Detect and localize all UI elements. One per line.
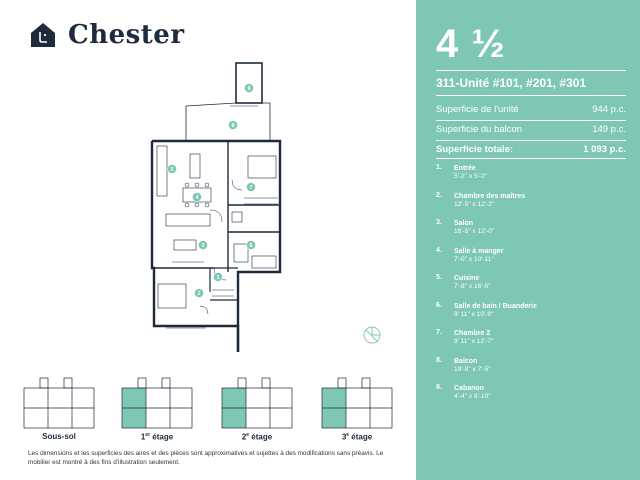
- floor-view-3: [320, 376, 394, 432]
- floor-label-sous-sol: Sous-sol: [42, 432, 76, 441]
- plan-marker-5: [167, 164, 177, 174]
- svg-text:4: 4: [195, 195, 199, 201]
- plan-marker-9: [244, 83, 254, 93]
- svg-text:5: 5: [170, 167, 173, 173]
- divider: [436, 158, 626, 159]
- plan-marker-4: [192, 192, 202, 202]
- brand: Chester: [28, 20, 185, 50]
- plan-marker-3: [198, 240, 208, 250]
- info-panel: 4 ½ 311-Unité #101, #201, #301 Superfici…: [416, 0, 640, 480]
- plan-marker-1: [213, 272, 223, 282]
- floor-label-2: 2e étage: [241, 432, 273, 442]
- divider: [436, 95, 626, 96]
- floor-view-sous-sol: [22, 376, 96, 432]
- divider: [436, 70, 626, 71]
- plan-panel: Chester: [22, 20, 394, 466]
- area-row-total: Superficie totale:1 093 p.c.: [436, 144, 626, 155]
- svg-text:3: 3: [201, 243, 204, 249]
- floor-view-2: [220, 376, 294, 432]
- floor-plan: 1 2 3 4 5 6 7 8 9: [150, 62, 381, 352]
- floor-label-1: 1er étage: [140, 432, 174, 442]
- svg-text:7: 7: [249, 185, 252, 191]
- unit-type: 4 ½: [436, 22, 506, 66]
- divider: [436, 120, 626, 121]
- svg-text:8: 8: [231, 123, 234, 129]
- svg-text:6: 6: [249, 243, 252, 249]
- floor-label-3: 3e étage: [341, 432, 373, 442]
- plan-marker-6: [246, 240, 256, 250]
- unit-numbers: 311-Unité #101, #201, #301: [436, 76, 587, 90]
- floor-view-1: [120, 376, 194, 432]
- plan-marker-8: [228, 120, 238, 130]
- svg-text:2: 2: [197, 291, 200, 297]
- divider: [436, 140, 626, 141]
- house-logo-icon: [28, 20, 58, 50]
- disclaimer: Les dimensions et les superficies des ai…: [28, 450, 384, 466]
- brand-name: Chester: [68, 20, 185, 50]
- plan-marker-2: [194, 288, 204, 298]
- svg-text:1: 1: [216, 275, 219, 281]
- svg-text:9: 9: [247, 86, 250, 92]
- plan-marker-7: [246, 182, 256, 192]
- compass-icon: [363, 326, 381, 344]
